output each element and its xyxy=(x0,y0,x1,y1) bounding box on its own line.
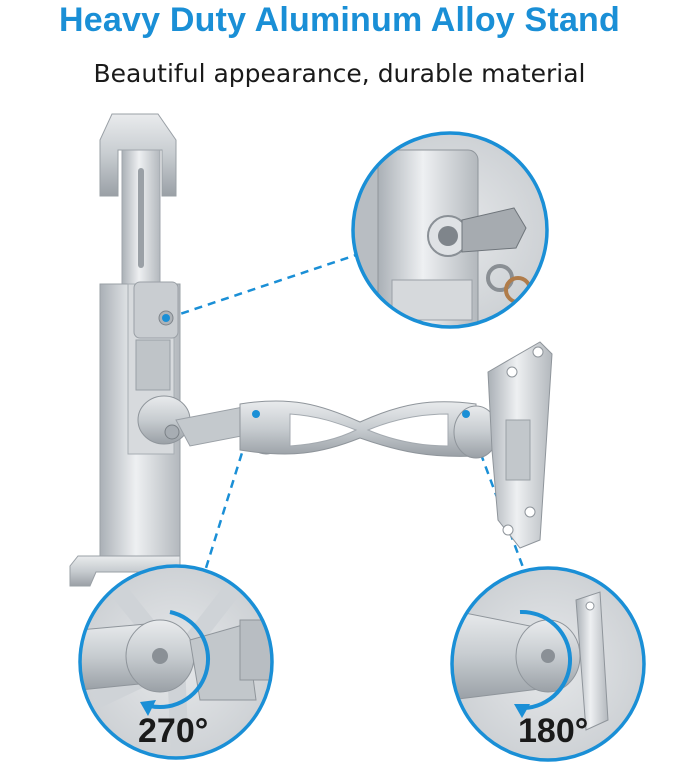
key-lock-icon xyxy=(461,207,532,304)
rotation-180-label: 180° xyxy=(518,712,588,750)
rotation-arrow-icon xyxy=(519,609,573,710)
tagline: Beautiful appearance, durable material xyxy=(93,59,586,88)
tablet-holder-bracket xyxy=(69,113,191,587)
wall-mount-plate xyxy=(487,341,553,549)
zoom-270-rotation-detail xyxy=(78,564,274,760)
rotation-arrow-icon xyxy=(149,610,211,710)
swing-arm xyxy=(175,400,499,459)
zoom-lock-detail xyxy=(351,131,549,329)
headline: Heavy Duty Aluminum Alloy Stand xyxy=(59,1,620,39)
zoom-180-rotation-detail xyxy=(450,566,646,762)
rotation-270-label: 270° xyxy=(138,712,208,750)
callout-connectors xyxy=(167,253,526,571)
